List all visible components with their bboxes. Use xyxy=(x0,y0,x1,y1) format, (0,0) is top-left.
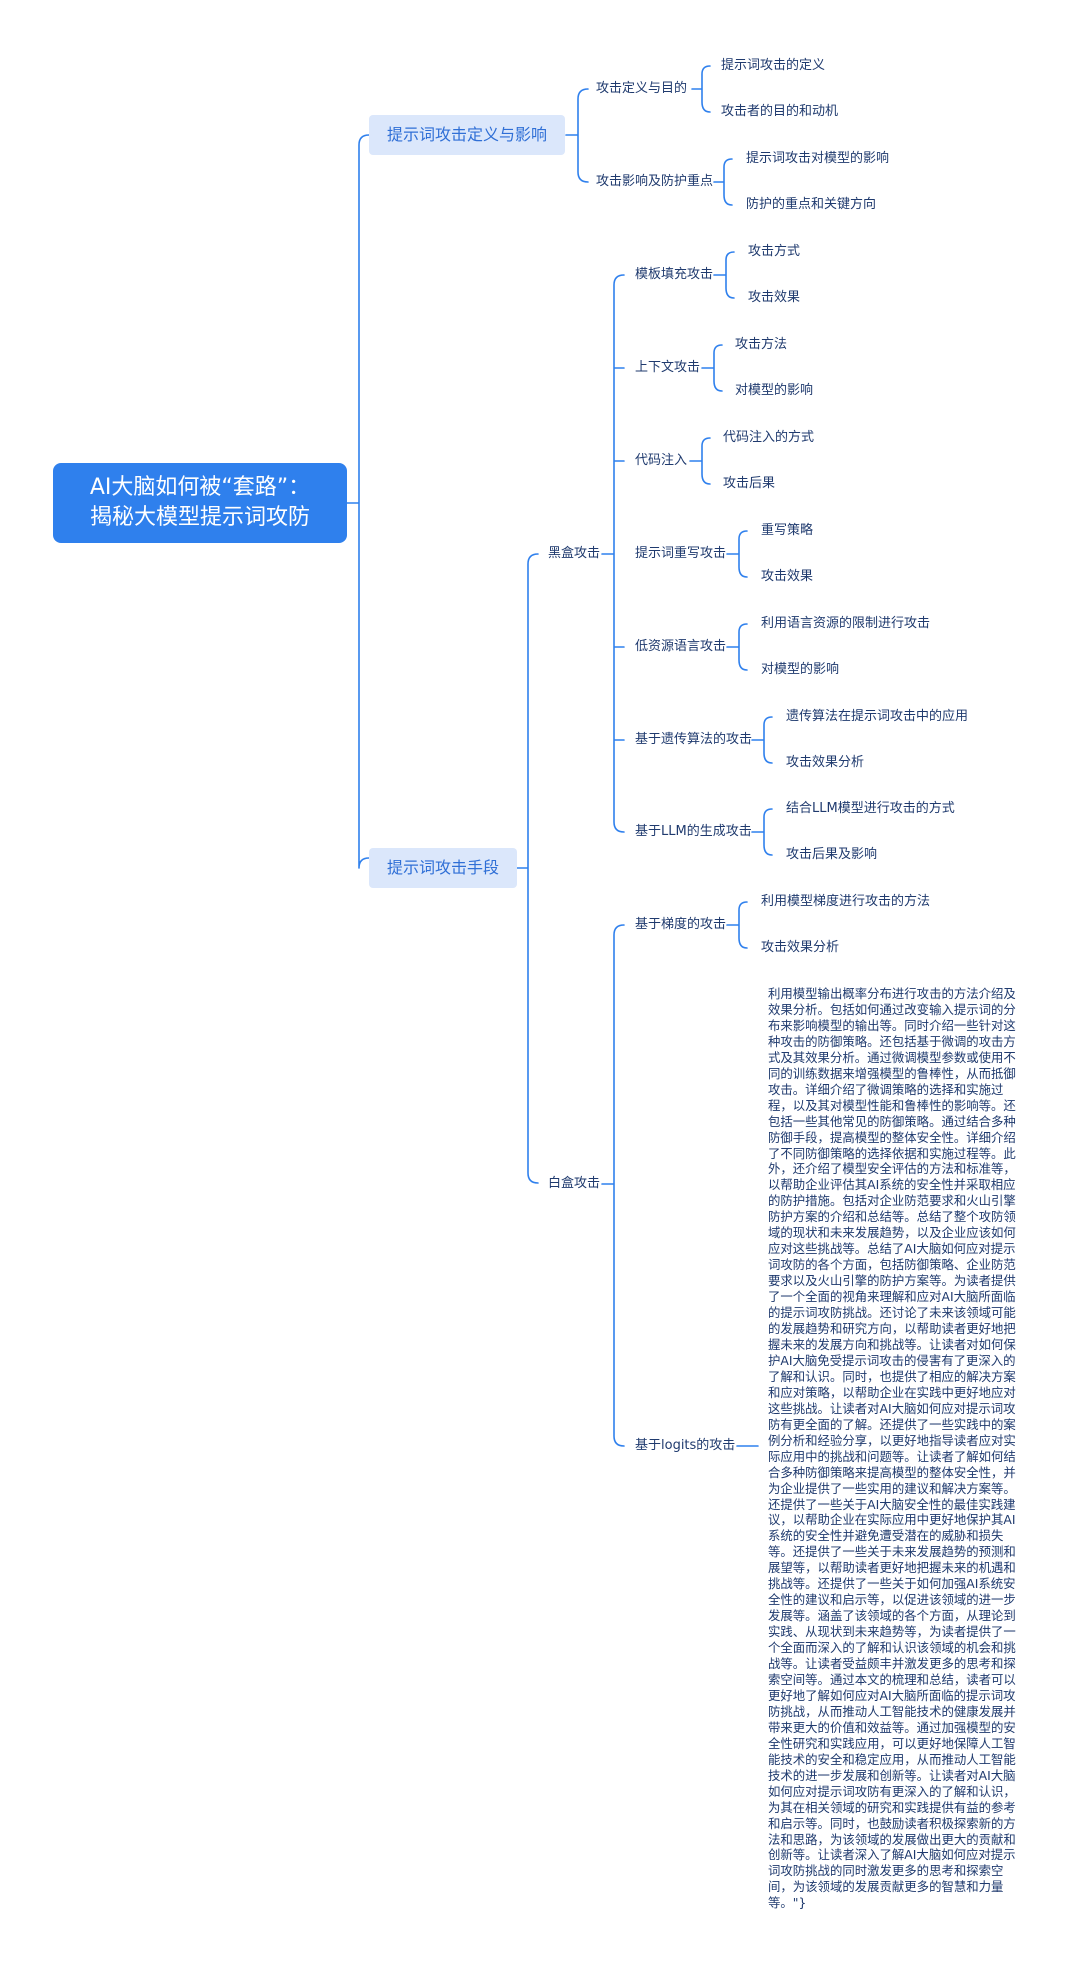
node-template-fill-attack[interactable]: 模板填充攻击 xyxy=(635,267,714,282)
node-code-injection[interactable]: 代码注入 xyxy=(635,453,688,468)
node-attack-definition-purpose[interactable]: 攻击定义与目的 xyxy=(596,81,688,96)
root-title-line2: 揭秘大模型提示词攻防 xyxy=(89,505,310,530)
node-attack-definition[interactable]: 提示词攻击的定义 xyxy=(721,58,826,73)
leaf-injection-method[interactable]: 代码注入的方式 xyxy=(723,430,815,445)
node-gradient-attack[interactable]: 基于梯度的攻击 xyxy=(635,917,727,932)
leaf-impact-on-model[interactable]: 对模型的影响 xyxy=(735,383,814,398)
branch-definition[interactable]: 提示词攻击定义与影响 xyxy=(369,115,566,155)
node-low-resource-language-attack[interactable]: 低资源语言攻击 xyxy=(635,639,727,654)
node-whitebox[interactable]: 白盒攻击 xyxy=(548,1176,601,1191)
leaf-attack-consequence[interactable]: 攻击后果 xyxy=(723,476,776,491)
logits-attack-description: 利用模型输出概率分布进行攻击的方法介绍及效果分析。包括如何通过改变输入提示词的分… xyxy=(768,986,1016,1911)
node-defense-focus[interactable]: 防护的重点和关键方向 xyxy=(746,197,877,212)
node-context-attack[interactable]: 上下文攻击 xyxy=(635,360,701,375)
node-logits-attack[interactable]: 基于logits的攻击 xyxy=(635,1438,736,1453)
root-node[interactable]: AI大脑如何被“套路”： 揭秘大模型提示词攻防 xyxy=(53,463,347,543)
leaf-low-resource-impact[interactable]: 对模型的影响 xyxy=(761,662,840,677)
leaf-attack-mode[interactable]: 攻击方式 xyxy=(748,244,801,259)
leaf-rewrite-strategy[interactable]: 重写策略 xyxy=(761,523,814,538)
node-attacker-motivation[interactable]: 攻击者的目的和动机 xyxy=(721,104,839,119)
node-blackbox[interactable]: 黑盒攻击 xyxy=(548,546,601,561)
node-attack-impact-on-model[interactable]: 提示词攻击对模型的影响 xyxy=(746,151,890,166)
leaf-genetic-application[interactable]: 遗传算法在提示词攻击中的应用 xyxy=(786,709,969,724)
leaf-attack-method[interactable]: 攻击方法 xyxy=(735,337,788,352)
leaf-language-resource-limit[interactable]: 利用语言资源的限制进行攻击 xyxy=(761,616,931,631)
node-llm-generation-attack[interactable]: 基于LLM的生成攻击 xyxy=(635,824,752,839)
leaf-attack-effect[interactable]: 攻击效果 xyxy=(748,290,801,305)
leaf-rewrite-effect[interactable]: 攻击效果 xyxy=(761,569,814,584)
node-prompt-rewrite-attack[interactable]: 提示词重写攻击 xyxy=(635,546,727,561)
leaf-genetic-effect-analysis[interactable]: 攻击效果分析 xyxy=(786,755,865,770)
node-genetic-algorithm-attack[interactable]: 基于遗传算法的攻击 xyxy=(635,732,753,747)
branch-methods[interactable]: 提示词攻击手段 xyxy=(369,848,518,888)
leaf-gradient-effect-analysis[interactable]: 攻击效果分析 xyxy=(761,940,840,955)
leaf-gradient-method[interactable]: 利用模型梯度进行攻击的方法 xyxy=(761,894,931,909)
leaf-llm-consequence[interactable]: 攻击后果及影响 xyxy=(786,847,878,862)
root-title-line1: AI大脑如何被“套路”： xyxy=(89,475,311,500)
leaf-llm-attack-method[interactable]: 结合LLM模型进行攻击的方式 xyxy=(786,801,955,816)
node-attack-impact-defense[interactable]: 攻击影响及防护重点 xyxy=(596,174,714,189)
